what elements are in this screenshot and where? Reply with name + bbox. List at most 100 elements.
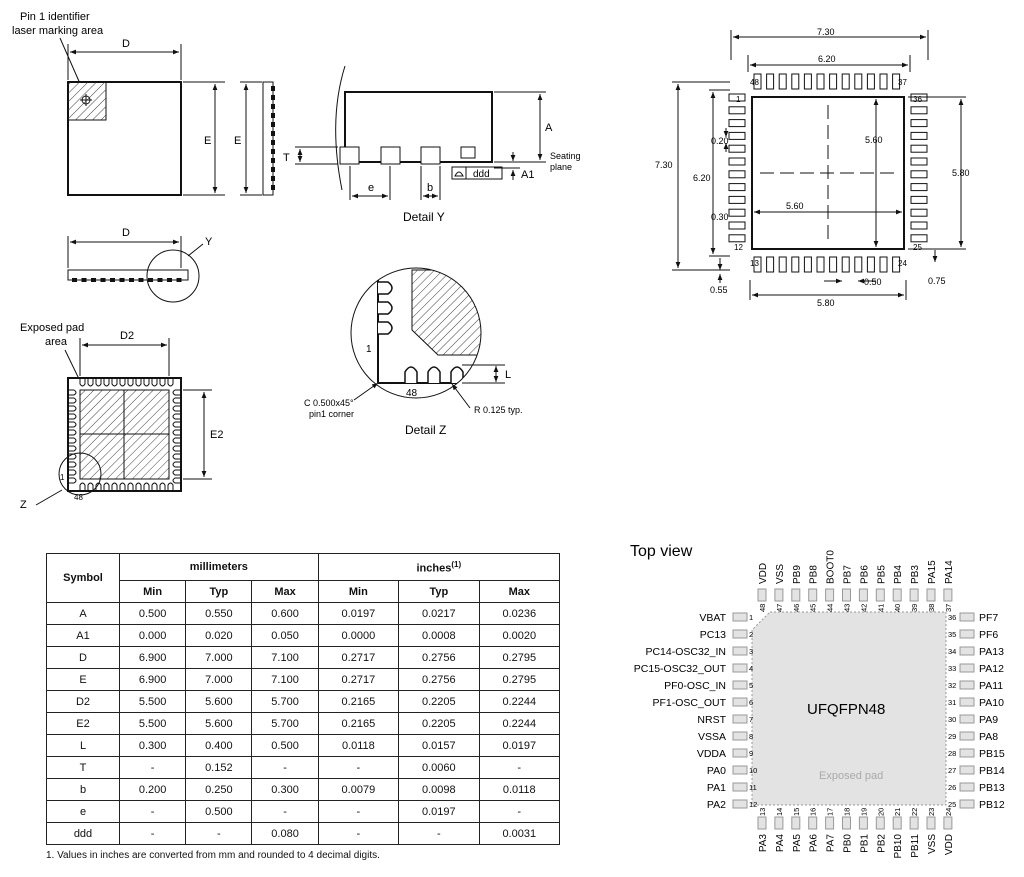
pin-number: 23 xyxy=(927,808,936,816)
pin-number: 21 xyxy=(893,808,902,816)
pin-lead xyxy=(892,588,902,602)
detail-z-pin1: 1 xyxy=(366,344,372,355)
pin-lead xyxy=(808,816,818,830)
bottom-pad xyxy=(103,378,110,387)
table-subheader: Min xyxy=(317,580,400,603)
fp-width-620: 6.20 xyxy=(818,54,836,64)
bottom-pad xyxy=(172,461,181,468)
pin-number: 43 xyxy=(843,604,852,612)
bottom-pad xyxy=(68,445,77,452)
pin-lead xyxy=(959,612,975,622)
table-cell: 0.0079 xyxy=(317,778,400,801)
table-cell: D2 xyxy=(46,690,120,713)
table-cell: 7.000 xyxy=(185,668,253,691)
bottom-pad xyxy=(87,482,94,491)
side-pin xyxy=(138,278,144,282)
footprint-pad xyxy=(879,73,888,90)
table-cell: 0.2756 xyxy=(398,668,480,691)
table-cell: 0.0197 xyxy=(398,800,480,823)
pin-number: 47 xyxy=(775,604,784,612)
table-cell: 5.600 xyxy=(185,712,253,735)
table-cell: - xyxy=(478,800,561,823)
pin-number: 37 xyxy=(944,604,953,612)
side-pin xyxy=(100,278,106,282)
table-cell: - xyxy=(317,800,400,823)
table-cell: 0.000 xyxy=(118,624,187,647)
footprint-pad xyxy=(854,73,863,90)
pin-number: 24 xyxy=(944,808,953,816)
pin-label-left: PC14-OSC32_IN xyxy=(645,646,726,658)
bottom-pad xyxy=(68,437,77,444)
side-pin xyxy=(148,278,153,282)
footprint-pad xyxy=(778,73,787,90)
pin-lead xyxy=(757,588,767,602)
pin-lead xyxy=(732,629,748,639)
fp-pad-36: 36 xyxy=(913,95,922,104)
table-cell: 0.0197 xyxy=(478,734,561,757)
footprint-pad xyxy=(753,73,762,90)
footprint-pad xyxy=(728,119,746,128)
table-cell: 5.500 xyxy=(118,690,187,713)
pin-lead xyxy=(959,748,975,758)
side-pin xyxy=(110,278,115,282)
pin-label-left: PC15-OSC32_OUT xyxy=(634,663,727,675)
bottom-pin1-label: 1 xyxy=(60,473,65,482)
footprint-pad xyxy=(866,256,875,273)
footprint-pad xyxy=(841,256,850,273)
radius-label: R 0.125 typ. xyxy=(474,405,523,415)
pin-label-top: PB6 xyxy=(859,565,870,584)
table-cell: 0.2205 xyxy=(398,712,480,735)
dim-e-side-label: E xyxy=(234,135,241,147)
pin-label-right: PA11 xyxy=(979,680,1003,692)
pin-number: 39 xyxy=(910,604,919,612)
footprint-pad xyxy=(910,144,928,153)
footprint-pad xyxy=(766,73,775,90)
bottom-pad xyxy=(167,482,174,491)
bottom-pad xyxy=(87,378,94,387)
detail-z-pad xyxy=(450,366,464,383)
bottom-pad xyxy=(119,482,126,491)
footprint-pad xyxy=(728,208,746,217)
footprint-pad xyxy=(841,73,850,90)
table-cell: 5.700 xyxy=(251,690,319,713)
pin-number: 6 xyxy=(749,698,753,707)
pin-lead xyxy=(791,816,801,830)
footprint-pad xyxy=(829,256,838,273)
pin-label-right: PF6 xyxy=(979,629,998,641)
bottom-pad xyxy=(172,413,181,420)
pin-number: 45 xyxy=(809,604,818,612)
fp-offset-075: 0.75 xyxy=(928,276,946,286)
pin-number: 35 xyxy=(948,630,956,639)
table-cell: - xyxy=(317,822,400,845)
pin-number: 27 xyxy=(948,766,956,775)
bottom-pad xyxy=(172,437,181,444)
bottom-pad xyxy=(159,482,166,491)
pin-lead xyxy=(909,816,919,830)
side-pin xyxy=(271,149,275,154)
table-cell: 0.2165 xyxy=(317,690,400,713)
pin-lead xyxy=(842,816,851,830)
footprint-pad xyxy=(910,119,928,128)
pin-lead xyxy=(732,680,748,690)
footprint-pad xyxy=(728,183,746,192)
dim-d2-label: D2 xyxy=(120,330,134,342)
fp-pad-030: 0.30 xyxy=(711,212,729,222)
pin-lead xyxy=(732,697,748,707)
bottom-pad xyxy=(111,482,118,491)
footprint-pad xyxy=(803,73,812,90)
plane-label: plane xyxy=(550,162,572,172)
pin-lead xyxy=(732,714,748,724)
pin-label-top: PB3 xyxy=(910,565,921,584)
side-pin xyxy=(271,86,275,91)
table-header-inches: inches(1) xyxy=(317,553,561,581)
fp-height-560: 5.60 xyxy=(865,135,883,145)
table-cell: 0.152 xyxy=(185,756,253,779)
footprint-pad xyxy=(829,73,838,90)
bottom-pad xyxy=(143,482,150,491)
footprint-drawing: 1 12 13 24 25 36 37 48 7.30 6.20 5.60 5.… xyxy=(655,27,970,308)
side-pin xyxy=(167,278,172,282)
pin-number: 40 xyxy=(893,604,902,612)
table-cell: - xyxy=(251,756,319,779)
